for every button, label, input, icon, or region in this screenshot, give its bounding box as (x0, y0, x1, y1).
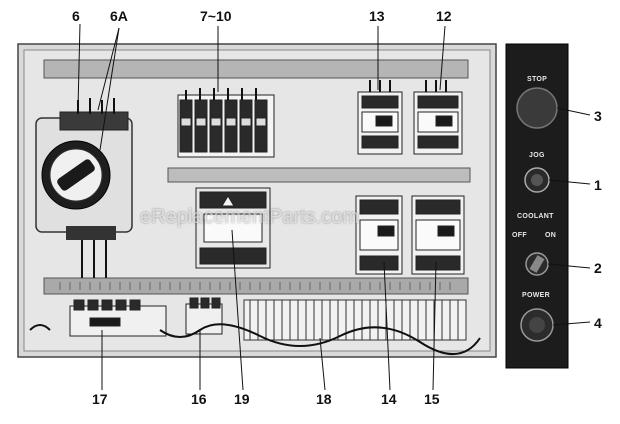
callout-7-10: 7~10 (200, 8, 232, 24)
watermark: eReplacementParts.com (140, 206, 359, 228)
terminal-block-17 (69, 299, 167, 337)
operator-control-panel (505, 43, 569, 369)
callout-18: 18 (316, 391, 332, 407)
power-label: POWER (522, 292, 550, 299)
transformer-19 (195, 187, 271, 269)
top-rail (43, 59, 469, 79)
callout-1: 1 (594, 177, 602, 193)
leader-lines (77, 23, 591, 391)
callout-14: 14 (381, 391, 397, 407)
terminal-block-16 (185, 297, 223, 335)
contactor-13 (357, 91, 403, 155)
callout-13: 13 (369, 8, 385, 24)
contactor-14 (355, 195, 403, 275)
coolant-off-label: OFF (512, 232, 527, 239)
callout-12: 12 (436, 8, 452, 24)
bottom-rail (43, 277, 469, 295)
callout-4: 4 (594, 315, 602, 331)
jog-label: JOG (529, 152, 545, 159)
callout-16: 16 (191, 391, 207, 407)
callout-6a: 6A (110, 8, 128, 24)
rail-slots (59, 282, 451, 290)
callout-15: 15 (424, 391, 440, 407)
callout-19: 19 (234, 391, 250, 407)
contactor-15 (411, 195, 465, 275)
contactor-12 (413, 91, 463, 155)
middle-rail (167, 167, 471, 183)
fuse-holders (177, 94, 275, 158)
terminal-strip-18 (243, 299, 467, 341)
main-disconnect-switch (35, 111, 133, 240)
callout-6: 6 (72, 8, 80, 24)
coolant-on-label: ON (545, 232, 557, 239)
stop-button-graphic (516, 87, 558, 129)
stop-label: STOP (527, 76, 548, 83)
callout-17: 17 (92, 391, 108, 407)
callout-2: 2 (594, 260, 602, 276)
coolant-label: COOLANT (517, 213, 554, 220)
callout-3: 3 (594, 108, 602, 124)
